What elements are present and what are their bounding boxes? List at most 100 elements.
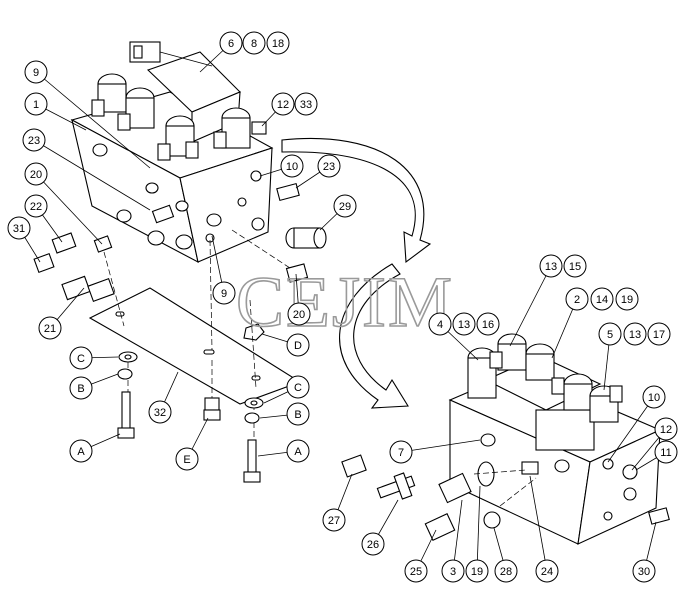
callout-label: 1 xyxy=(33,99,39,111)
transition-arrow xyxy=(281,138,432,409)
callout-circle xyxy=(219,31,243,55)
callout-c-19a: 19 xyxy=(615,287,639,311)
callout-circle xyxy=(465,559,489,583)
callout-c-28: 28 xyxy=(494,559,518,583)
callout-c-12b: 12 xyxy=(654,417,678,441)
callout-c-14: 14 xyxy=(590,287,614,311)
callout-label: 32 xyxy=(154,407,166,419)
callout-label: 19 xyxy=(471,566,483,578)
callout-label: 20 xyxy=(30,169,42,181)
callout-label: 33 xyxy=(300,99,312,111)
callout-c-Ab: A xyxy=(286,439,310,463)
callout-c-33: 33 xyxy=(294,92,318,116)
callout-c-26: 26 xyxy=(361,532,385,556)
callout-c-Bb: B xyxy=(286,402,310,426)
callout-c-9a: 9 xyxy=(24,60,48,84)
callout-label: 13 xyxy=(458,319,470,331)
callout-label: 27 xyxy=(328,515,340,527)
callout-c-E: E xyxy=(175,447,199,471)
callout-label: 10 xyxy=(648,392,660,404)
callout-label: 7 xyxy=(398,447,404,459)
leader-line-c-13a xyxy=(509,265,552,347)
callout-label: B xyxy=(77,383,84,395)
callout-label: 30 xyxy=(638,566,650,578)
callout-circle xyxy=(148,400,172,424)
callout-circle xyxy=(361,532,385,556)
hardware-fasteners xyxy=(117,351,264,483)
callout-label: 12 xyxy=(277,99,289,111)
callout-c-23a: 23 xyxy=(22,128,46,152)
callout-label: 23 xyxy=(323,161,335,173)
callout-c-13a: 13 xyxy=(539,254,563,278)
leader-line-c-7 xyxy=(400,439,481,453)
callout-c-7: 7 xyxy=(389,440,413,464)
callout-circle xyxy=(494,559,518,583)
callout-label: 23 xyxy=(28,135,40,147)
callout-label: 5 xyxy=(607,329,613,341)
leader-line-c-24 xyxy=(529,475,548,572)
callout-c-13c: 13 xyxy=(623,322,647,346)
leader-line-c-23a xyxy=(33,139,151,211)
callout-c-12a: 12 xyxy=(271,92,295,116)
callout-label: 26 xyxy=(367,539,379,551)
callout-label: 22 xyxy=(30,201,42,213)
callout-circle xyxy=(242,31,266,55)
callout-c-D: D xyxy=(286,333,310,357)
callout-label: 6 xyxy=(228,38,234,50)
callout-circle xyxy=(322,508,346,532)
callout-c-4: 4 xyxy=(428,312,452,336)
callout-c-20a: 20 xyxy=(24,162,48,186)
callout-c-5: 5 xyxy=(598,322,622,346)
callout-circle xyxy=(69,439,93,463)
callout-label: 25 xyxy=(410,566,422,578)
right-solenoid-stack xyxy=(467,333,623,451)
callout-circle xyxy=(642,385,666,409)
callout-circle xyxy=(598,322,622,346)
callout-label: 13 xyxy=(545,261,557,273)
callout-label: 8 xyxy=(251,38,257,50)
callout-label: 29 xyxy=(339,201,351,213)
watermark-text: CEJIM xyxy=(236,262,454,342)
callout-label: 2 xyxy=(574,294,580,306)
callout-c-1: 1 xyxy=(24,92,48,116)
callout-circle xyxy=(24,162,48,186)
leader-line-c-9a xyxy=(35,71,151,169)
callout-c-15: 15 xyxy=(563,254,587,278)
callout-c-29: 29 xyxy=(333,194,357,218)
leader-line-c-20a xyxy=(35,173,103,245)
callout-circle xyxy=(286,439,310,463)
callout-circle xyxy=(286,402,310,426)
callout-circle xyxy=(317,154,341,178)
callout-c-3: 3 xyxy=(441,559,465,583)
callout-circle xyxy=(7,216,31,240)
callout-circle xyxy=(428,312,452,336)
callout-label: 24 xyxy=(541,566,553,578)
callout-label: E xyxy=(183,454,190,466)
callout-c-Aa: A xyxy=(69,439,93,463)
callout-circle xyxy=(212,281,236,305)
callout-label: 20 xyxy=(293,309,305,321)
callout-label: 11 xyxy=(660,447,671,459)
callout-circle xyxy=(441,559,465,583)
callout-c-32: 32 xyxy=(148,400,172,424)
callout-label: 9 xyxy=(33,67,39,79)
callout-c-24: 24 xyxy=(535,559,559,583)
callout-c-2: 2 xyxy=(565,287,589,311)
callout-circle xyxy=(647,322,671,346)
callout-label: 28 xyxy=(500,566,512,578)
callout-circle xyxy=(539,254,563,278)
callout-circle xyxy=(654,417,678,441)
callout-label: 13 xyxy=(629,329,641,341)
callout-label: A xyxy=(294,446,302,458)
callout-circle xyxy=(615,287,639,311)
callout-circle xyxy=(333,194,357,218)
leader-line-c-3 xyxy=(452,499,463,572)
callout-c-31: 31 xyxy=(7,216,31,240)
callout-circle xyxy=(476,312,500,336)
callout-label: 12 xyxy=(660,424,672,436)
callout-label: 10 xyxy=(286,161,298,173)
callout-circle xyxy=(389,440,413,464)
callout-c-Cb: C xyxy=(286,375,310,399)
